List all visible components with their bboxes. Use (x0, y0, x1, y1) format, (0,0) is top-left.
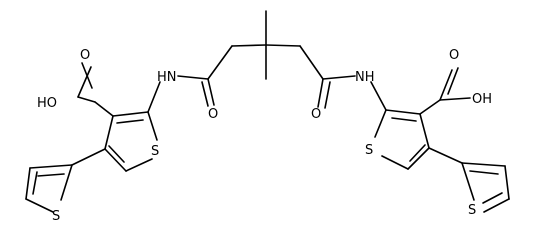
ring-sulfur-label-left: S (151, 144, 159, 159)
hydroxyl-label-right: OH (472, 92, 492, 107)
left-acid-group (77, 62, 114, 117)
ring-sulfur-label-right: S (365, 143, 373, 158)
chemical-structure: HO O HN S S O O NH O OH S S (25, 10, 510, 224)
right-thienyl-ring (428, 147, 510, 213)
hydroxyl-label-left: HO (37, 96, 57, 111)
right-thiophene-ring (374, 109, 430, 170)
carbonyl-oxygen-label-left: O (80, 48, 90, 63)
amide-oxygen-label-left: O (208, 107, 218, 122)
left-amide-linker (147, 45, 233, 113)
right-amide-linker (299, 45, 387, 111)
thienyl-sulfur-label-right: S (468, 203, 476, 218)
amine-label-left: HN (157, 70, 177, 85)
gem-dimethyl-center (231, 10, 301, 80)
amine-label-right: NH (355, 70, 375, 85)
carbonyl-oxygen-label-right: O (449, 48, 459, 63)
thienyl-sulfur-label-left: S (52, 209, 60, 224)
left-thienyl-ring (25, 148, 106, 213)
left-thiophene-ring (104, 111, 158, 172)
right-acid-group (419, 67, 471, 115)
structure-drawing: HO O HN S S O O NH O OH S S (25, 10, 510, 224)
amide-oxygen-label-right: O (311, 107, 321, 122)
